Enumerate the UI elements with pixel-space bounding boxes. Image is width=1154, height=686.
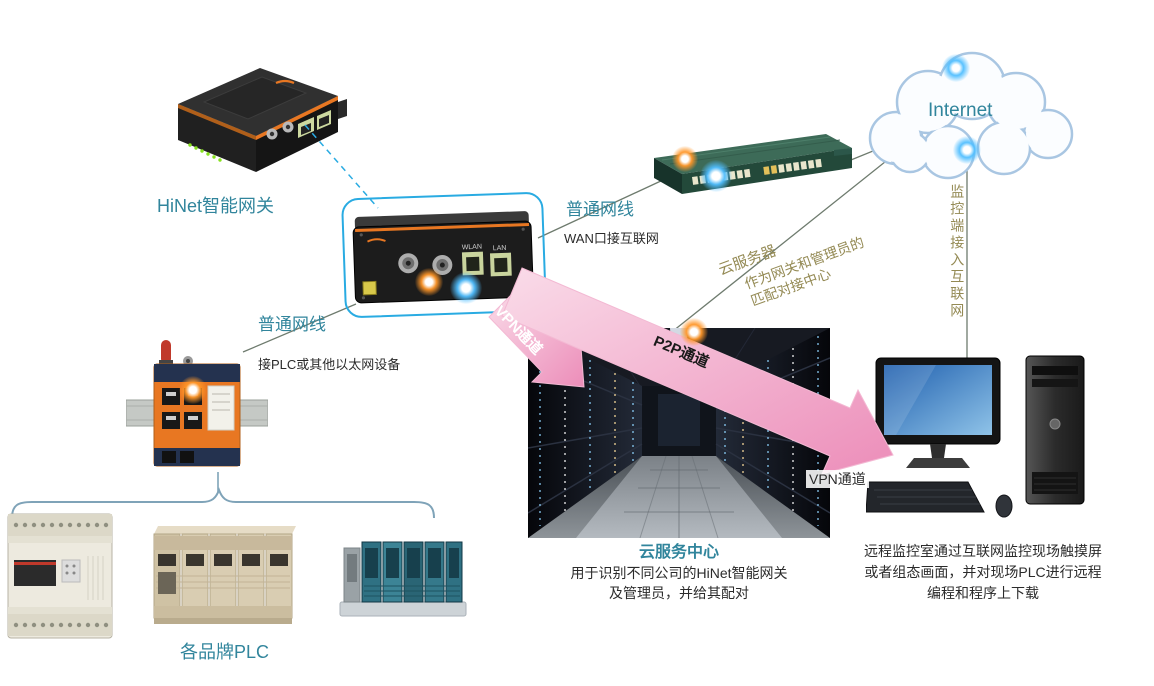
led-indicators-icon [188, 143, 222, 162]
plc-note-label: 接PLC或其他以太网设备 [258, 357, 401, 372]
brand-logo-icon [275, 79, 295, 85]
plc-mitsubishi-device [6, 504, 116, 646]
remote-room-description: 远程监控室通过互联网监控现场触摸屏 或者组态画面，并对现场PLC进行远程 编程和… [864, 543, 1102, 601]
device-label-strip [207, 385, 235, 431]
module-slots-icon [365, 548, 459, 578]
lan-port-label: LAN [493, 245, 507, 252]
antenna-icon [161, 340, 171, 364]
cable-top-label: 普通网线 [566, 200, 634, 219]
cloud-center-title: 云服务中心 [638, 544, 719, 561]
keyboard-icon [866, 481, 985, 513]
power-terminal-icon [362, 280, 377, 296]
desktop-computer-device [866, 354, 1116, 529]
hinet-gateway-label: HiNet智能网关 [157, 196, 275, 216]
industrial-switch-device [126, 334, 268, 480]
hinet-gateway-device [160, 52, 350, 187]
cloud-switch-device [648, 126, 858, 198]
plc-group-label: 各品牌PLC [180, 642, 270, 662]
monitor-icon [875, 357, 1001, 468]
vpn-channel-b-label: VPN通道 [806, 470, 869, 489]
plc-group-brace [11, 487, 435, 519]
module-windows-icon [158, 554, 288, 566]
switch-to-gateway-line [242, 303, 357, 353]
plc-modular-device [146, 518, 296, 636]
terminal-screws-icon [13, 522, 109, 528]
antenna-connectors-icon [266, 121, 294, 140]
wlan-port-label: WLAN [462, 244, 482, 252]
internet-label: Internet [928, 100, 993, 121]
gateway-to-switch-line [537, 179, 664, 239]
tower-icon [1025, 355, 1085, 505]
plc-siemens-device [338, 522, 468, 626]
led-block-icon [61, 559, 81, 583]
wan-note-label: WAN口接互联网 [564, 231, 659, 246]
mouse-icon [995, 494, 1013, 518]
cloud-center-description: 用于识别不同公司的HiNet智能网关 及管理员，并给其配对 [570, 565, 788, 602]
hinet-gateway-highlighted-device: WLAN LAN [348, 200, 538, 310]
monitor-access-label: 监控端接入互联网 [949, 184, 966, 320]
cable-left-label: 普通网线 [258, 315, 326, 334]
